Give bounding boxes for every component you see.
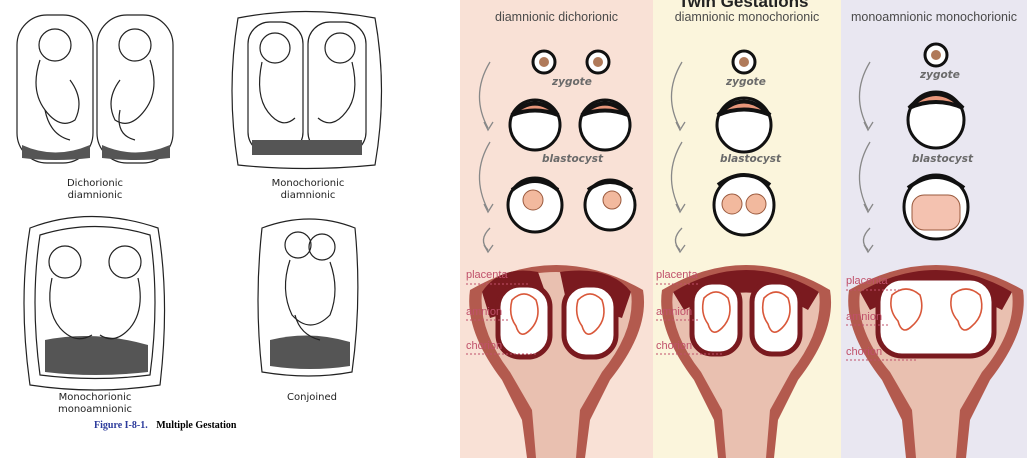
label-zygote-1: zygote — [552, 76, 592, 88]
caption-monochorionic-diamnionic: Monochorionic diamnionic — [258, 178, 358, 202]
label-amnion-2: amnion — [656, 306, 692, 318]
dichorionic-diamnionic-drawing — [17, 15, 173, 163]
label-chorion-3: chorion — [846, 346, 882, 358]
label-amnion-3: amnion — [846, 311, 882, 323]
monochorionic-monoamnionic-drawing — [24, 217, 165, 391]
conjoined-drawing — [258, 219, 358, 376]
gestation-drawings — [0, 0, 460, 458]
monochorionic-diamnionic-drawing — [232, 12, 382, 169]
figure-title: Multiple Gestation — [156, 420, 236, 431]
label-blastocyst-1: blastocyst — [542, 153, 603, 165]
label-placenta-1: placenta — [466, 269, 508, 281]
label-zygote-2: zygote — [726, 76, 766, 88]
multiple-gestation-figure: Dichorionic diamnionic Monochorionic dia… — [0, 0, 460, 458]
label-amnion-1: amnion — [466, 306, 502, 318]
twin-gestations-diagram: Twin Gestations diamnionic dichorionic d… — [460, 0, 1027, 458]
caption-monochorionic-monoamnionic: Monochorionic monoamnionic — [40, 392, 150, 416]
label-chorion-2: chorion — [656, 340, 692, 352]
label-blastocyst-2: blastocyst — [720, 153, 781, 165]
caption-dichorionic-diamnionic: Dichorionic diamnionic — [40, 178, 150, 202]
caption-conjoined: Conjoined — [262, 392, 362, 404]
label-placenta-3: placenta — [846, 275, 888, 287]
figure-caption: Figure I-8-1. Multiple Gestation — [94, 420, 236, 431]
figure-number: Figure I-8-1. — [94, 420, 148, 431]
label-chorion-1: chorion — [466, 340, 502, 352]
label-zygote-3: zygote — [920, 69, 960, 81]
label-placenta-2: placenta — [656, 269, 698, 281]
label-blastocyst-3: blastocyst — [912, 153, 973, 165]
